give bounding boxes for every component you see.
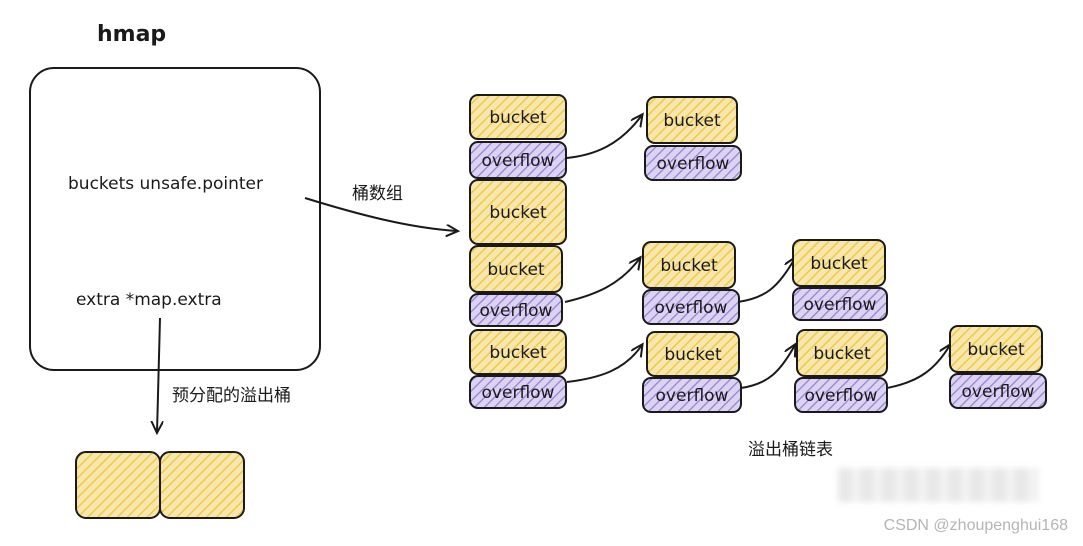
overflow-cell: overflow xyxy=(469,141,567,179)
overflow-cell: overflow xyxy=(794,377,888,413)
overflow-cell: overflow xyxy=(642,289,740,325)
bucket-cell: bucket xyxy=(796,329,888,377)
overflow-cell: overflow xyxy=(949,373,1047,409)
bucket-label: bucket xyxy=(489,203,547,223)
hmap-box xyxy=(29,67,321,371)
overflow-label: overflow xyxy=(656,386,729,406)
blurred-logo xyxy=(838,468,1038,502)
overflow-chain-arrows xyxy=(564,115,950,389)
overflow-cell: overflow xyxy=(642,377,742,413)
overflow-cell: overflow xyxy=(792,287,888,321)
overflow-label: overflow xyxy=(482,383,555,403)
overflow-label: overflow xyxy=(655,298,728,318)
overflow-label: overflow xyxy=(962,382,1035,402)
preallocated-overflow-buckets xyxy=(75,451,245,519)
bucket-label: bucket xyxy=(663,111,721,131)
overflow-label: overflow xyxy=(805,386,878,406)
overflow-label: overflow xyxy=(804,295,877,315)
bucket-label: bucket xyxy=(660,256,718,276)
bucket-cell: bucket xyxy=(469,329,567,375)
bucket-cell: bucket xyxy=(469,179,567,245)
overflow-cell: overflow xyxy=(469,375,567,409)
hmap-title: hmap xyxy=(97,22,166,47)
preallocated-overflow-label: 预分配的溢出桶 xyxy=(172,386,291,406)
overflow-label: overflow xyxy=(657,154,730,174)
hmap-buckets-field: buckets unsafe.pointer xyxy=(68,174,263,194)
extra-pointer-arrow xyxy=(157,317,160,432)
bucket-cell: bucket xyxy=(646,331,740,377)
bucket-label: bucket xyxy=(813,344,871,364)
bucket-cell: bucket xyxy=(646,96,738,144)
bucket-label: bucket xyxy=(489,343,547,363)
bucket-array-label: 桶数组 xyxy=(352,184,403,204)
overflow-cell: overflow xyxy=(644,145,742,181)
overflow-label: overflow xyxy=(480,301,553,321)
overflow-chain-label: 溢出桶链表 xyxy=(748,440,833,460)
buckets-pointer-arrow xyxy=(304,197,457,231)
bucket-label: bucket xyxy=(664,345,722,365)
overflow-cell: overflow xyxy=(469,293,563,327)
bucket-cell: bucket xyxy=(469,245,563,293)
watermark: CSDN @zhoupenghui168 xyxy=(883,517,1068,534)
bucket-cell: bucket xyxy=(642,241,736,289)
bucket-cell: bucket xyxy=(469,94,567,140)
bucket-label: bucket xyxy=(489,108,547,128)
bucket-label: bucket xyxy=(967,340,1025,360)
hmap-extra-field: extra *map.extra xyxy=(76,290,222,310)
bucket-cell: bucket xyxy=(949,325,1043,373)
bucket-cells: bucket overflow bucket bucket overflow bucket… xyxy=(469,94,1047,413)
overflow-label: overflow xyxy=(482,151,555,171)
bucket-label: bucket xyxy=(487,260,545,280)
bucket-cell: bucket xyxy=(792,239,886,287)
bucket-label: bucket xyxy=(810,254,868,274)
